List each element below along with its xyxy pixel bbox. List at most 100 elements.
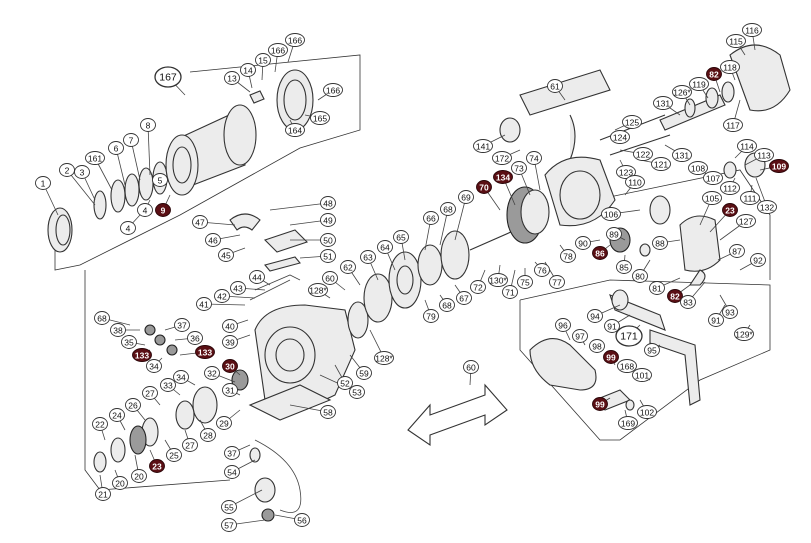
callout-number: 172 xyxy=(495,154,509,164)
callout-49: 49 xyxy=(320,213,336,227)
callout-28: 28 xyxy=(200,428,216,442)
callout-bubble xyxy=(750,253,766,267)
callout-62: 62 xyxy=(340,260,356,274)
callout-number: 75 xyxy=(520,278,530,288)
callout-number: 68 xyxy=(442,301,452,311)
callout-bubble xyxy=(222,383,238,397)
callout-bubble xyxy=(196,297,212,311)
callout-number: 31 xyxy=(225,386,235,396)
callout-65: 65 xyxy=(393,230,409,244)
callout-number: 83 xyxy=(683,298,693,308)
callout-141: 141 xyxy=(473,139,493,153)
callout-98: 98 xyxy=(589,339,605,353)
callout-27: 27 xyxy=(142,386,158,400)
bearing-24 xyxy=(129,425,147,455)
callout-number: 129* xyxy=(735,330,753,340)
callout-number: 131 xyxy=(656,99,670,109)
callout-34: 34 xyxy=(173,370,189,384)
callout-number: 168 xyxy=(620,362,634,372)
callout-bubble xyxy=(769,159,789,173)
callout-bubble xyxy=(360,250,376,264)
callout-86: 86 xyxy=(592,246,608,260)
callout-33: 33 xyxy=(160,378,176,392)
bail-arm xyxy=(229,213,261,231)
callout-number: 60 xyxy=(466,363,476,373)
callout-bubble xyxy=(221,518,237,532)
callout-bubble xyxy=(152,173,168,187)
callout-2: 2 xyxy=(59,163,75,177)
callout-96: 96 xyxy=(555,318,571,332)
callout-number: 67 xyxy=(459,294,469,304)
callout-37: 37 xyxy=(174,318,190,332)
callout-37: 37 xyxy=(224,446,240,460)
callout-number: 6 xyxy=(114,144,119,154)
callout-number: 20 xyxy=(134,472,144,482)
callout-number: 91 xyxy=(607,322,617,332)
callout-99: 99 xyxy=(603,350,619,364)
callout-number: 38 xyxy=(113,326,123,336)
callout-53: 53 xyxy=(349,385,365,399)
callout-13: 13 xyxy=(224,71,240,85)
callout-bubble xyxy=(59,163,75,177)
callout-64: 64 xyxy=(377,240,393,254)
callout-bubble xyxy=(720,60,740,74)
callout-110: 110 xyxy=(625,175,645,189)
callout-bubble xyxy=(249,270,265,284)
callout-93: 93 xyxy=(722,305,738,319)
callout-bubble xyxy=(473,139,493,153)
callout-67: 67 xyxy=(456,291,472,305)
callout-130-star: 130* xyxy=(488,273,508,287)
spool-travel-arrow xyxy=(407,383,508,447)
callout-164: 164 xyxy=(285,123,305,137)
callout-83: 83 xyxy=(680,295,696,309)
callout-bubble xyxy=(708,313,724,327)
callout-number: 113 xyxy=(757,151,771,161)
callout-bubble xyxy=(125,398,141,412)
callout-number: 62 xyxy=(343,263,353,273)
callout-bubble xyxy=(587,309,603,323)
callout-bubble xyxy=(154,66,182,88)
callout-bubble xyxy=(310,111,330,125)
callout-165: 165 xyxy=(310,111,330,125)
callout-number: 55 xyxy=(224,503,234,513)
callout-63: 63 xyxy=(360,250,376,264)
roller-56 xyxy=(254,477,276,503)
callout-number: 30 xyxy=(225,362,235,372)
callout-bubble xyxy=(632,269,648,283)
callout-number: 114 xyxy=(740,142,754,152)
callout-69: 69 xyxy=(458,190,474,204)
washer-2 xyxy=(93,190,107,220)
callout-bubble xyxy=(340,260,356,274)
callout-number: 73 xyxy=(514,164,524,174)
callout-bubble xyxy=(240,63,256,77)
callout-number: 115 xyxy=(729,37,743,47)
callout-number: 2 xyxy=(65,166,70,176)
callout-bubble xyxy=(633,147,653,161)
callout-number: 79 xyxy=(426,312,436,322)
callout-14: 14 xyxy=(240,63,256,77)
callout-number: 23 xyxy=(725,206,735,216)
callout-number: 51 xyxy=(323,252,333,262)
callout-bubble xyxy=(140,118,156,132)
callout-number: 126* xyxy=(673,88,691,98)
callout-bubble xyxy=(166,448,182,462)
callout-113: 113 xyxy=(754,148,774,162)
callout-166: 166 xyxy=(268,43,288,57)
callout-118: 118 xyxy=(720,60,740,74)
line-roller-assembly xyxy=(249,439,302,522)
callout-bubble xyxy=(720,181,740,195)
callout-number: 101 xyxy=(635,371,649,381)
callout-bubble xyxy=(349,385,365,399)
callout-4: 4 xyxy=(120,221,136,235)
callout-133: 133 xyxy=(195,345,215,359)
callout-number: 59 xyxy=(359,369,369,379)
callout-bubble xyxy=(722,305,738,319)
callout-bubble xyxy=(488,273,508,287)
pinion-31 xyxy=(231,369,249,391)
callout-42: 42 xyxy=(214,289,230,303)
callout-number: 125 xyxy=(625,118,639,128)
callout-bubble xyxy=(502,285,518,299)
callout-number: 44 xyxy=(252,273,262,283)
callout-57: 57 xyxy=(221,518,237,532)
callout-number: 34 xyxy=(176,373,186,383)
